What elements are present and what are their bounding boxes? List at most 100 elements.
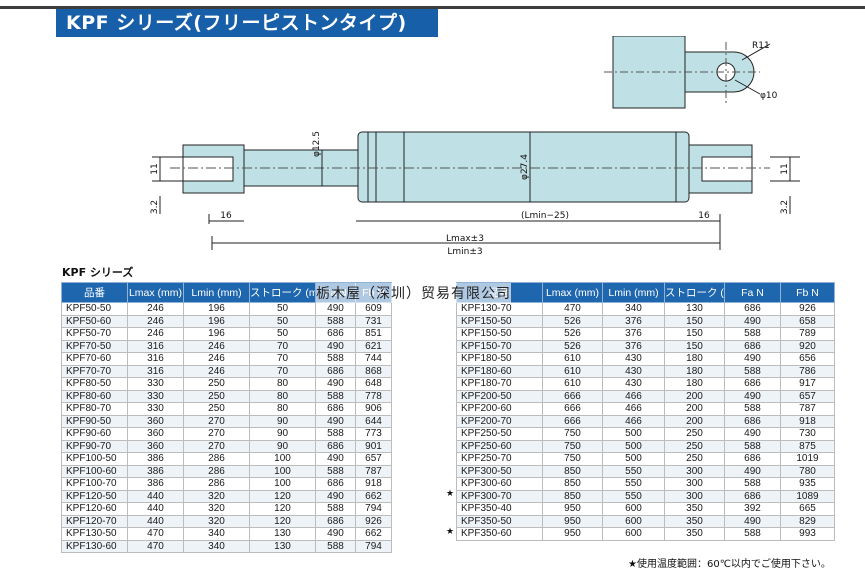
value-cell: 490 [315,414,356,428]
value-cell: 644 [355,414,392,428]
value-cell: 330 [127,402,184,416]
value-cell: 270 [183,439,250,453]
value-cell: 500 [602,427,665,441]
value-cell: 100 [249,452,316,466]
value-cell: 490 [315,489,356,503]
lmax-label: Lmax±3 [446,234,484,244]
value-cell: 588 [315,539,356,553]
value-cell: 50 [249,314,316,328]
value-cell: 588 [724,439,781,453]
value-cell: 430 [602,364,665,378]
value-cell: 466 [602,414,665,428]
value-cell: 744 [355,352,392,366]
value-cell: 150 [664,327,725,341]
value-cell: 686 [315,439,356,453]
value-cell: 600 [602,527,665,541]
column-header: Fa N [724,282,781,303]
value-cell: 918 [780,414,835,428]
value-cell: 829 [780,514,835,528]
model-cell: KPF120-60 [61,502,128,516]
value-cell: 70 [249,364,316,378]
value-cell: 316 [127,364,184,378]
value-cell: 70 [249,339,316,353]
value-cell: 246 [127,302,184,316]
value-cell: 250 [183,402,250,416]
value-cell: 588 [315,314,356,328]
value-cell: 926 [355,514,392,528]
model-cell: KPF80-50 [61,377,128,391]
model-cell: KPF100-70 [61,477,128,491]
top-rule [0,6,865,9]
value-cell: 246 [183,364,250,378]
value-cell: 773 [355,427,392,441]
right-offset: 3.2 [780,200,790,214]
value-cell: 246 [127,327,184,341]
value-cell: 901 [355,439,392,453]
value-cell: 430 [602,377,665,391]
value-cell: 787 [780,402,835,416]
left-clevis-slot [182,156,234,182]
value-cell: 350 [664,514,725,528]
value-cell: 794 [355,539,392,553]
value-cell: 550 [602,464,665,478]
model-cell: KPF90-60 [61,427,128,441]
model-cell: KPF350-40 [456,502,543,516]
value-cell: 750 [542,439,603,453]
value-cell: 200 [664,402,725,416]
radius-label: R11 [752,41,770,51]
model-cell: KPF90-70 [61,439,128,453]
value-cell: 246 [127,314,184,328]
model-cell: KPF200-50 [456,389,543,403]
value-cell: 440 [127,502,184,516]
value-cell: 316 [127,352,184,366]
value-cell: 250 [664,452,725,466]
value-cell: 789 [780,327,835,341]
value-cell: 286 [183,464,250,478]
value-cell: 270 [183,414,250,428]
value-cell: 360 [127,439,184,453]
value-cell: 386 [127,464,184,478]
value-cell: 150 [664,339,725,353]
model-cell: KPF90-50 [61,414,128,428]
value-cell: 550 [602,477,665,491]
value-cell: 250 [183,377,250,391]
value-cell: 470 [542,302,603,316]
value-cell: 588 [315,352,356,366]
value-cell: 610 [542,364,603,378]
value-cell: 490 [724,427,781,441]
value-cell: 200 [664,414,725,428]
model-cell: KPF180-70 [456,377,543,391]
value-cell: 466 [602,402,665,416]
value-cell: 320 [183,489,250,503]
value-cell: 286 [183,452,250,466]
value-cell: 196 [183,314,250,328]
value-cell: 100 [249,464,316,478]
value-cell: 90 [249,414,316,428]
value-cell: 686 [315,327,356,341]
value-cell: 200 [664,389,725,403]
model-cell: KPF300-60 [456,477,543,491]
value-cell: 376 [602,314,665,328]
value-cell: 386 [127,477,184,491]
value-cell: 490 [315,452,356,466]
value-cell: 950 [542,514,603,528]
value-cell: 787 [355,464,392,478]
value-cell: 686 [724,489,781,503]
value-cell: 993 [780,527,835,541]
value-cell: 918 [355,477,392,491]
value-cell: 392 [724,502,781,516]
model-cell: KPF200-60 [456,402,543,416]
value-cell: 730 [780,427,835,441]
value-cell: 196 [183,327,250,341]
value-cell: 50 [249,302,316,316]
